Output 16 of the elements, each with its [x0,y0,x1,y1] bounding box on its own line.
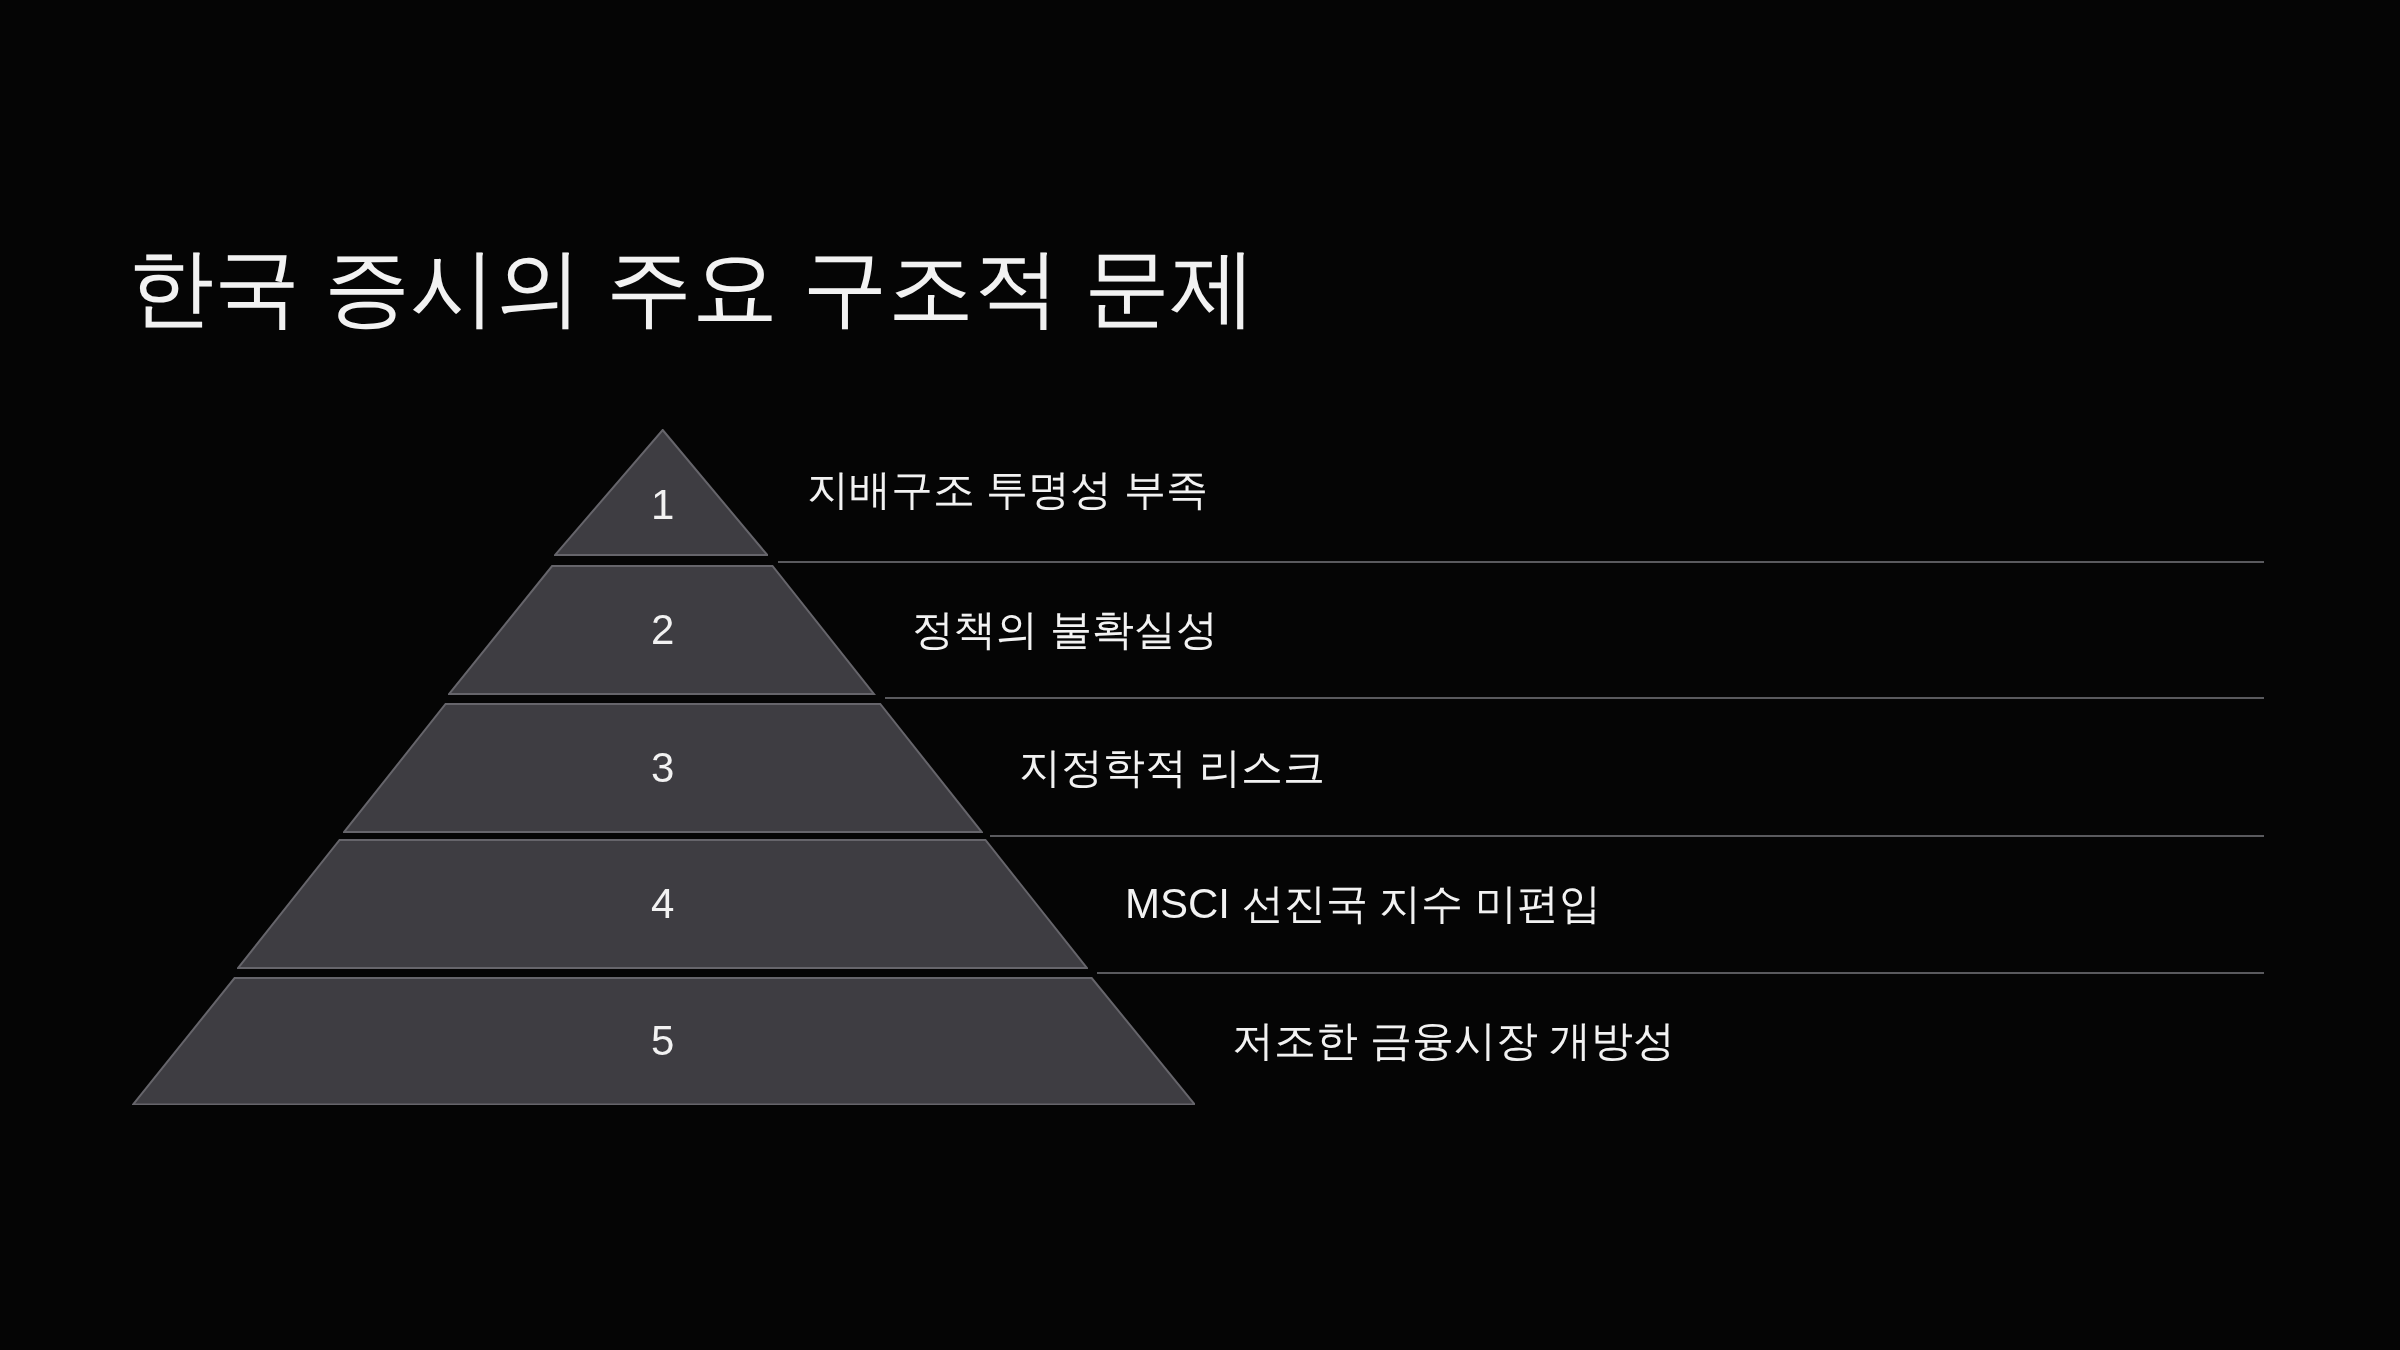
layer-number: 2 [651,608,675,651]
layer-number: 1 [651,483,675,526]
layer-number: 4 [651,882,675,925]
pyramid-layer [554,428,769,556]
pyramid-layer [237,838,1089,969]
layer-label: MSCI 선진국 지수 미편입 [1125,882,1601,925]
layer-label: 지정학적 리스크 [1019,746,1326,789]
layer-number: 3 [651,746,675,789]
pyramid-layer [448,564,876,695]
layer-label: 지배구조 투명성 부족 [806,468,1208,511]
layer-label: 저조한 금융시장 개방성 [1232,1019,1676,1062]
pyramid-layer [131,976,1196,1106]
title: 한국 증시의 주요 구조적 문제 [128,240,1256,335]
layer-label: 정책의 불확실성 [912,608,1218,651]
layer-number: 5 [651,1019,675,1062]
pyramid-layer [342,702,983,833]
